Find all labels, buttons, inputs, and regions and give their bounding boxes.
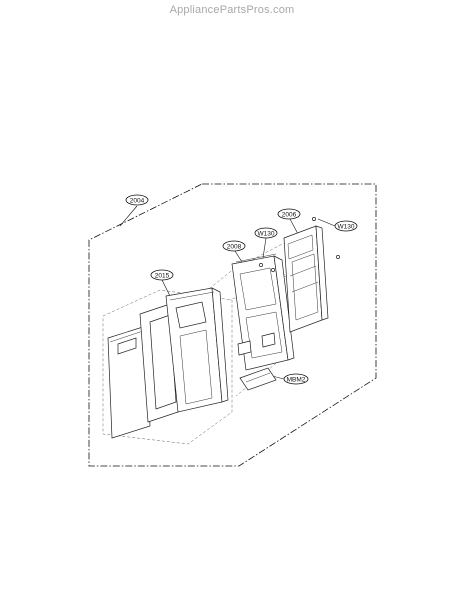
label-w130-right: W130	[334, 220, 358, 232]
svg-text:W130: W130	[258, 230, 275, 237]
leader-2004	[119, 205, 138, 227]
svg-text:MBM2: MBM2	[287, 376, 306, 383]
label-2006: 2006	[277, 208, 301, 220]
label-2004: 2004	[125, 194, 149, 206]
door-group-outline	[102, 289, 233, 445]
svg-text:2004: 2004	[130, 197, 145, 204]
leader-2006	[289, 218, 299, 235]
svg-text:2015: 2015	[155, 272, 170, 279]
svg-text:2006: 2006	[282, 211, 297, 218]
control-frame-2008	[231, 253, 295, 371]
leader-2008	[234, 250, 243, 263]
door-chassis	[165, 287, 229, 413]
label-2015: 2015	[150, 269, 174, 281]
bracket-mbm2	[239, 367, 277, 391]
assembly-boundary	[88, 183, 377, 467]
control-pcb-2006	[283, 225, 329, 333]
screw-w130-right	[312, 217, 340, 259]
label-w130-left: W130	[254, 227, 278, 239]
door-panel-2015	[107, 325, 151, 439]
leader-w130-left	[262, 237, 267, 259]
screw-w130-left	[259, 263, 275, 272]
label-mbm2: MBM2	[283, 373, 309, 385]
svg-text:2008: 2008	[227, 243, 242, 250]
site-watermark: AppliancePartsPros.com	[169, 4, 295, 16]
leader-w130-right	[317, 218, 336, 227]
svg-text:W130: W130	[338, 223, 355, 230]
label-2008: 2008	[222, 240, 246, 252]
